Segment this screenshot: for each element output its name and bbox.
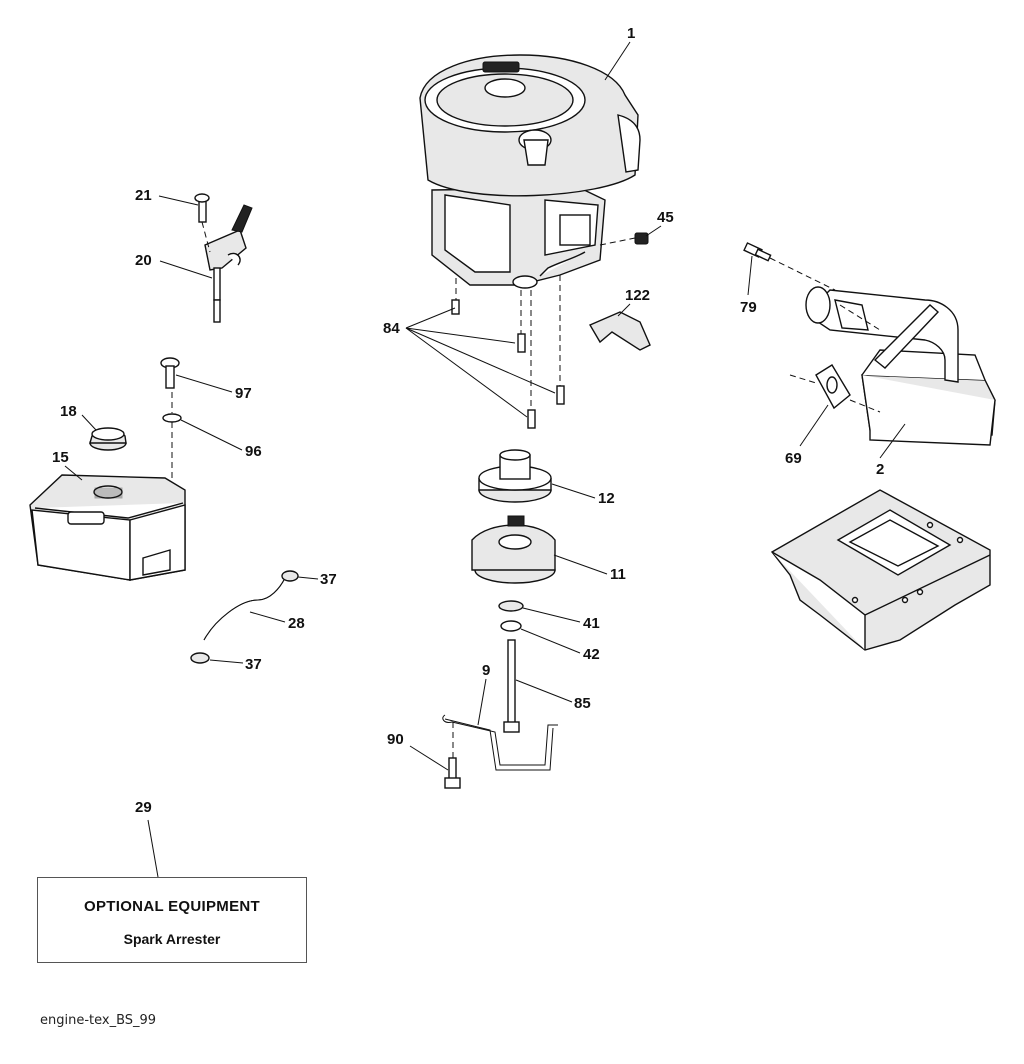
callout-15: 15 (52, 449, 69, 466)
washer-96 (162, 413, 182, 423)
callout-28: 28 (288, 615, 305, 632)
gasket-69 (815, 364, 851, 410)
engine (419, 54, 641, 289)
fuel-tank-15 (29, 474, 186, 581)
callout-29: 29 (135, 799, 152, 816)
callout-85: 85 (574, 695, 591, 712)
callout-18: 18 (60, 403, 77, 420)
callout-69: 69 (785, 450, 802, 467)
callout-12: 12 (598, 490, 615, 507)
callout-96: 96 (245, 443, 262, 460)
optional-equipment-title: OPTIONAL EQUIPMENT (84, 898, 260, 915)
screw-97 (160, 357, 180, 389)
muffler-2 (805, 286, 996, 446)
fuel-line-28 (203, 577, 286, 641)
nut-45 (634, 232, 649, 245)
engine-bolts (451, 299, 565, 429)
clamp-37-top (281, 570, 299, 582)
muffler-bolt-79 (743, 242, 772, 262)
optional-equipment-item: Spark Arrester (123, 931, 221, 947)
engine-plate (770, 489, 991, 651)
callout-9: 9 (482, 662, 490, 679)
callout-79: 79 (740, 299, 757, 316)
figure-id: engine-tex_BS_99 (40, 1013, 157, 1028)
callout-37-bottom: 37 (245, 656, 262, 673)
callout-42: 42 (583, 646, 600, 663)
washer-42 (500, 620, 522, 632)
throttle-20 (204, 204, 253, 323)
callout-37-top: 37 (320, 571, 337, 588)
callout-1: 1 (627, 25, 635, 42)
clamp-37-bottom (190, 652, 210, 664)
center-bolt-85 (503, 639, 520, 733)
callout-90: 90 (387, 731, 404, 748)
shield-122 (588, 311, 651, 351)
bracket-bolt-90 (444, 757, 461, 789)
callout-45: 45 (657, 209, 674, 226)
optional-equipment-box: OPTIONAL EQUIPMENT Spark Arrester (37, 877, 307, 963)
pulley-12 (478, 449, 552, 503)
fuel-cap-18 (89, 427, 127, 451)
callout-21: 21 (135, 187, 152, 204)
callout-97: 97 (235, 385, 252, 402)
callout-41: 41 (583, 615, 600, 632)
bracket-9 (442, 714, 558, 771)
throttle-screw-21 (194, 193, 210, 223)
callout-20: 20 (135, 252, 152, 269)
callout-2: 2 (876, 461, 884, 478)
callout-84: 84 (383, 320, 400, 337)
callout-11: 11 (610, 566, 626, 583)
washer-41 (498, 600, 524, 612)
clutch-11 (471, 515, 556, 584)
callout-122: 122 (625, 287, 650, 304)
